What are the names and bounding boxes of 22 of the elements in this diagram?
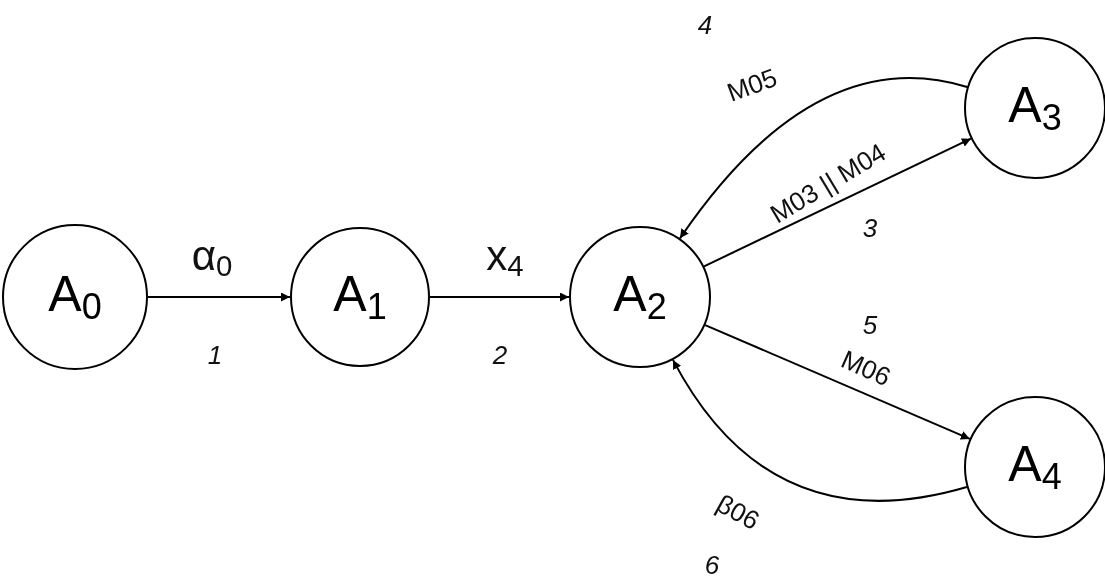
edge-label: M05 bbox=[723, 64, 781, 106]
state-label: A$_{3}$ bbox=[1008, 80, 1062, 136]
state-label: A$_{4}$ bbox=[1008, 439, 1062, 495]
arrow bbox=[703, 137, 972, 268]
step-number: 2 bbox=[492, 342, 508, 368]
arrow bbox=[678, 77, 969, 240]
state-label: A$_{0}$ bbox=[48, 269, 102, 325]
state-label: A$_{2}$ bbox=[613, 269, 667, 325]
arrow bbox=[429, 292, 570, 302]
arrow bbox=[704, 324, 971, 440]
edge-label: β06 bbox=[712, 490, 764, 534]
edge-label: x$_{4}$ bbox=[486, 235, 524, 281]
step-number: 4 bbox=[697, 12, 713, 38]
step-number: 1 bbox=[207, 342, 223, 368]
edge-label: M06 bbox=[837, 345, 895, 391]
state-label: A$_{1}$ bbox=[333, 269, 387, 325]
arrow bbox=[147, 292, 291, 302]
step-number: 3 bbox=[862, 215, 878, 241]
step-number: 6 bbox=[704, 552, 720, 578]
step-number: 5 bbox=[862, 312, 878, 338]
arrow bbox=[671, 358, 968, 502]
edge-label: α$_{0}$ bbox=[191, 235, 233, 281]
